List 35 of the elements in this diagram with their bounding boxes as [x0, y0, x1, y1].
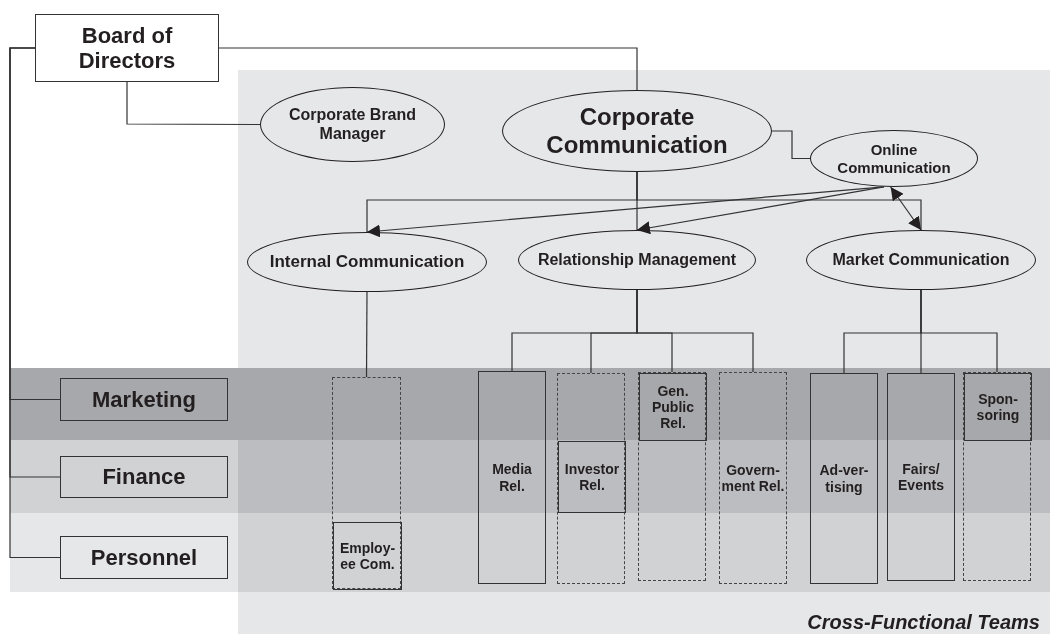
arrow: [366, 186, 885, 238]
arrow: [890, 186, 922, 231]
board-box: Board of Directors: [35, 14, 219, 82]
team-column: [963, 372, 1031, 581]
connector-line: [636, 171, 922, 231]
team-column: Govern-ment Rel.: [719, 372, 787, 584]
unit-ellipse: Internal Communication: [247, 232, 487, 292]
unit-ellipse: Market Communication: [806, 230, 1036, 290]
team-area: [238, 70, 1050, 634]
team-column: [332, 377, 401, 589]
area-caption: Cross-Functional Teams: [807, 611, 1040, 634]
connector-line: [9, 47, 61, 559]
connector-line: [126, 81, 261, 126]
connector-line: [636, 289, 754, 373]
unit-ellipse: Corporate Communication: [502, 90, 772, 172]
unit-ellipse: Online Communication: [810, 130, 978, 187]
team-column: [638, 372, 706, 581]
team-box: Employ-ee Com.: [333, 522, 402, 590]
connector-line: [365, 291, 368, 378]
team-box: Spon-soring: [964, 373, 1032, 441]
connector-line: [771, 130, 811, 160]
department-box: Marketing: [60, 378, 228, 421]
team-column: Ad-ver-tising: [810, 373, 878, 584]
team-box: Investor Rel.: [558, 441, 626, 513]
team-box: Gen. Public Rel.: [639, 373, 707, 441]
connector-line: [218, 47, 638, 91]
department-box: Personnel: [60, 536, 228, 579]
department-box: Finance: [60, 456, 228, 498]
team-column: [557, 373, 625, 584]
connector-line: [920, 289, 998, 373]
arrow: [636, 186, 885, 235]
unit-ellipse: Relationship Management: [518, 230, 756, 290]
team-column: Fairs/ Events: [887, 373, 955, 581]
unit-ellipse: Corporate Brand Manager: [260, 87, 445, 162]
team-column: Media Rel.: [478, 371, 546, 584]
